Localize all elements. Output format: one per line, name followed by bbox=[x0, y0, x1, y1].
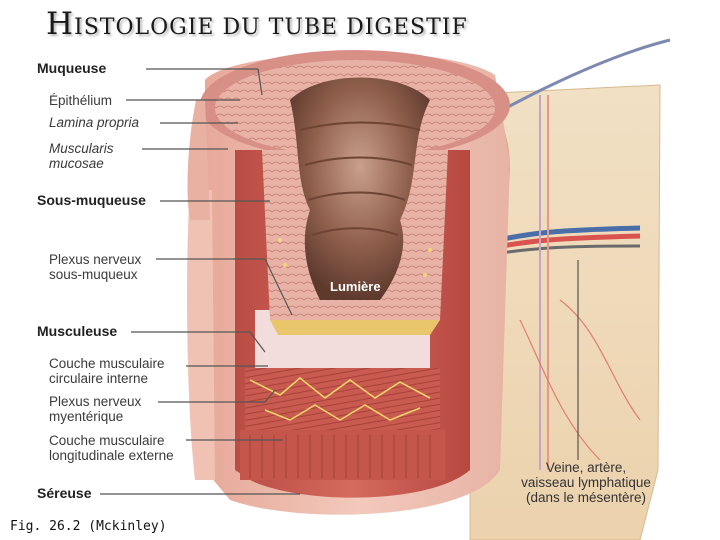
myenteric-plexus bbox=[249, 376, 431, 421]
label-vessels: Veine, artère,vaisseau lymphatique(dans … bbox=[521, 460, 651, 505]
label-sereuse: Séreuse bbox=[37, 485, 92, 501]
label-lumiere: Lumière bbox=[330, 279, 381, 294]
label-epithelium: Épithélium bbox=[49, 93, 113, 108]
lumen bbox=[290, 77, 430, 300]
figure-caption: Fig. 26.2 (Mckinley) bbox=[10, 519, 167, 534]
label-lamina-propria: Lamina propria bbox=[49, 115, 140, 130]
label-musculeuse: Musculeuse bbox=[37, 323, 118, 339]
label-muqueuse: Muqueuse bbox=[37, 60, 107, 76]
page-title: HISTOLOGIE DU TUBE DIGESTIF bbox=[46, 6, 468, 42]
label-sous-muqueuse: Sous-muqueuse bbox=[37, 192, 146, 208]
